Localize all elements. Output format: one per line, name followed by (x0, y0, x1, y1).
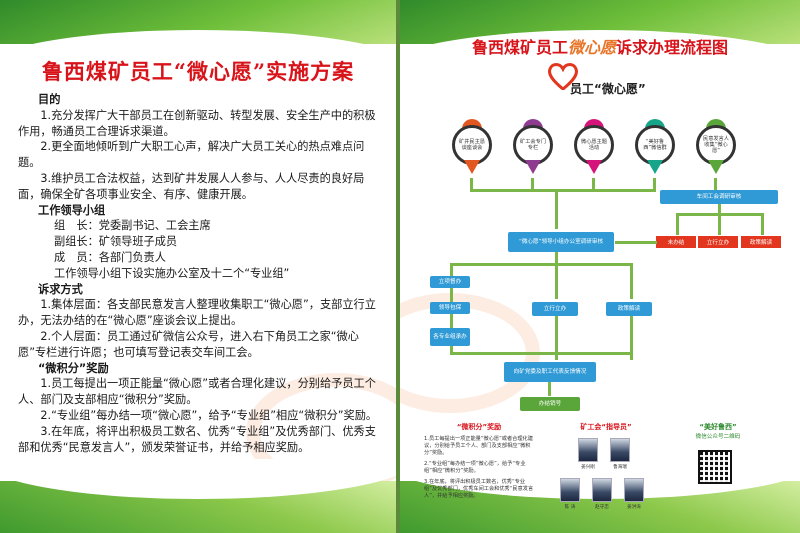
status-tag: 政策解读 (741, 236, 781, 248)
qr-code-icon[interactable] (698, 450, 732, 484)
plan-title: 鲁西煤矿员工“微心愿”实施方案 (41, 59, 355, 84)
connector (531, 178, 534, 190)
connector (718, 213, 721, 235)
status-tag: 未办结 (656, 236, 696, 248)
section-heading: 目的 (38, 93, 61, 106)
connector (592, 178, 595, 190)
right-panel: 鲁西煤矿员工微心愿诉求办理流程图 员工“微心愿” 矿井民主恳谈座谈会 矿工会专门… (400, 0, 800, 533)
plan-body: 目的 1.充分发挥广大干部员工在创新驱动、转型发展、安全生产中的积极作用，畅通员… (18, 92, 380, 455)
guide-name: 姜兴刚 (581, 465, 595, 470)
guide-photo (578, 438, 598, 462)
paragraph: 1.员工每提出一项正能量“微心愿”或者合理化建议，分别给予员工个人、部门及支部相… (18, 377, 376, 407)
process-tag: 领导包保 (430, 302, 470, 314)
connector (714, 178, 717, 190)
status-tag: 立行立办 (698, 236, 738, 248)
connector (718, 204, 721, 214)
connector (450, 263, 632, 266)
connector (630, 263, 633, 299)
guides-column: 矿工会“指导员” (546, 422, 666, 522)
process-tag: 各专业组承办 (430, 328, 470, 346)
channel-pin-text: 矿工会专门专栏 (513, 125, 553, 165)
guides-title: 矿工会“指导员” (580, 423, 632, 431)
connector (555, 316, 558, 360)
paragraph: 2.个人层面：员工通过矿微信公众号，进入右下角员工之家“微心愿”专栏进行许愿；也… (18, 329, 359, 359)
process-tag: 立项督办 (430, 276, 470, 288)
connector (555, 263, 558, 299)
connector (470, 189, 656, 192)
channel-pin: 矿井民主恳谈座谈会 (452, 119, 492, 177)
connector (653, 178, 656, 190)
paragraph: 3.在年底，将评出积极员工数名、优秀“专业组”及优秀部门、优秀支部和优秀“民意发… (18, 424, 376, 454)
reward-line: 1.员工每提出一项正能量“微心愿”或者合理化建议，分别给予员工个人、部门及支部相… (424, 436, 533, 456)
top-green-band (400, 0, 800, 70)
paragraph: 3.维护员工合法权益，达到矿井发展人人参与、人人尽责的良好局面，确保全矿各项事业… (18, 171, 365, 201)
connector (630, 316, 633, 360)
office-review-box: “微心愿”领导小组办公室调研审核 (508, 232, 614, 252)
title-part-c: 诉求办理流程图 (616, 38, 729, 57)
channel-pin: 微心愿主题活动 (574, 119, 614, 177)
paragraph: 组 长：党委副书记、工会主席 (54, 219, 211, 233)
paragraph: 成 员：各部门负责人 (54, 250, 166, 264)
channel-pin: 矿工会专门专栏 (513, 119, 553, 177)
reward-line: 2.“专业组”每办结一项“微心愿”，给予“专业组”相应“微积分”奖励。 (424, 461, 526, 474)
connector (615, 241, 657, 244)
channel-pin-text: “美好鲁西”微信群 (635, 125, 675, 165)
paragraph: 副组长：矿领导班子成员 (54, 235, 178, 249)
paragraph: 2.更全面地倾听到广大职工心声，解决广大员工关心的热点难点问题。 (18, 140, 365, 170)
guide-photo (610, 438, 630, 462)
section-heading: “微积分”奖励 (38, 361, 109, 375)
paragraph: 1.充分发挥广大干部员工在创新驱动、转型发展、安全生产中的积极作用，畅通员工合理… (18, 108, 376, 138)
connector (548, 382, 551, 396)
reward-title: “微积分”奖励 (456, 423, 502, 431)
guide-name: 鲁海瑞 (613, 465, 627, 470)
connector (555, 189, 558, 229)
process-tag: 立行立办 (532, 302, 578, 316)
guide-name: 姜洪涛 (627, 505, 641, 510)
feedback-box: 向矿党委及职工代表反馈情况 (504, 362, 596, 382)
channel-pin-text: 矿井民主恳谈座谈会 (452, 125, 492, 165)
section-heading: 诉求方式 (38, 282, 83, 296)
connector (676, 213, 679, 235)
heart-icon (548, 63, 578, 90)
reward-column: “微积分”奖励 1.员工每提出一项正能量“微心愿”或者合理化建议，分别给予员工个… (424, 422, 534, 522)
connector (761, 213, 764, 235)
paragraph: 2.“专业组”每办结一项“微心愿”，给予“专业组”相应“微积分”奖励。 (40, 408, 378, 422)
guide-name: 赵守忠 (595, 505, 609, 510)
reward-line: 3.在年底，将评出积极员工数名，优秀“专业组”及优秀部门，优秀车间工会和优秀“民… (424, 479, 534, 499)
bottom-green-band (400, 459, 800, 533)
channel-pin-text: 民意发言人收集“微心愿” (696, 125, 736, 165)
qr-title: “美好鲁西” (699, 423, 737, 431)
connector (555, 252, 558, 264)
channel-pin: “美好鲁西”微信群 (635, 119, 675, 177)
guide-name: 陈 涛 (564, 505, 576, 510)
section-heading: 工作领导小组 (38, 203, 106, 217)
workshop-review-box: 车间工会调研审核 (660, 190, 778, 204)
connector (450, 352, 632, 355)
channel-pin-text: 微心愿主题活动 (574, 125, 614, 165)
connector (470, 178, 473, 190)
employee-wish-label: 员工“微心愿” (570, 82, 646, 96)
channel-pin: 民意发言人收集“微心愿” (696, 119, 736, 177)
closed-box: 办结销号 (520, 397, 580, 411)
left-panel: 鲁西煤矿员工“微心愿”实施方案 目的 1.充分发挥广大干部员工在创新驱动、转型发… (0, 0, 396, 533)
top-green-band (0, 0, 396, 70)
flowchart-title: 鲁西煤矿员工微心愿诉求办理流程图 (400, 34, 800, 58)
qr-column: “美好鲁西” 微信公众号二维码 (678, 422, 758, 522)
title-part-a: 鲁西煤矿员工 (471, 38, 568, 57)
process-tag: 政策解读 (606, 302, 652, 316)
title-part-wish: 微心愿 (567, 38, 616, 57)
guide-photo (592, 478, 612, 502)
guide-photo (560, 478, 580, 502)
paragraph: 1.集体层面：各支部民意发言人整理收集职工“微心愿”，支部立行立办，无法办结的在… (18, 298, 376, 328)
qr-subtitle: 微信公众号二维码 (695, 434, 741, 440)
guide-photo (624, 478, 644, 502)
paragraph: 工作领导小组下设实施办公室及十二个“专业组” (54, 266, 290, 280)
bottom-green-band (0, 459, 396, 533)
